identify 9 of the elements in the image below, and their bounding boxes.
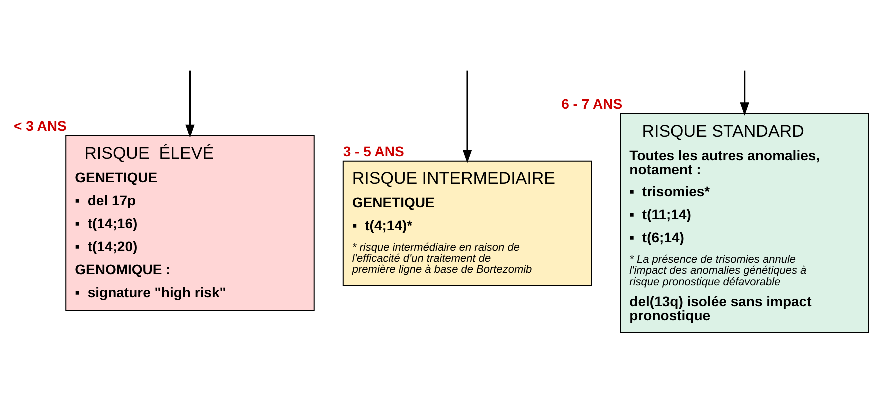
node-box: RISQUE STANDARD Toutes les autres anomalies, notament : ▪ trisomies* ▪ t(11;14) ▪ t(6;14) * La présence de trisomies annule l'impact des anomalies génétiques à risque pronostique défavorable del(13q) isolée sans impact pronostique [620,112,869,333]
arrow [462,70,472,163]
node-box: RISQUE INTERMEDIAIRE GENETIQUE ▪ t(4;14)* * risque intermédiaire en raison de l'efficacité d'un traitement de première ligne à base de Bortezomib [342,160,592,286]
node-label: 3 - 5 ANS [342,143,404,160]
node-label: 6 - 7 ANS [561,95,622,112]
node-box: RISQUE ÉLEVÉ GENETIQUE ▪ del 17p ▪ t(14;16) ▪ t(14;20) GENOMIQUE : ▪ signature "high risk" [65,134,314,311]
arrow [740,70,749,116]
arrow [185,70,194,138]
node-label: < 3 ANS [14,117,66,134]
